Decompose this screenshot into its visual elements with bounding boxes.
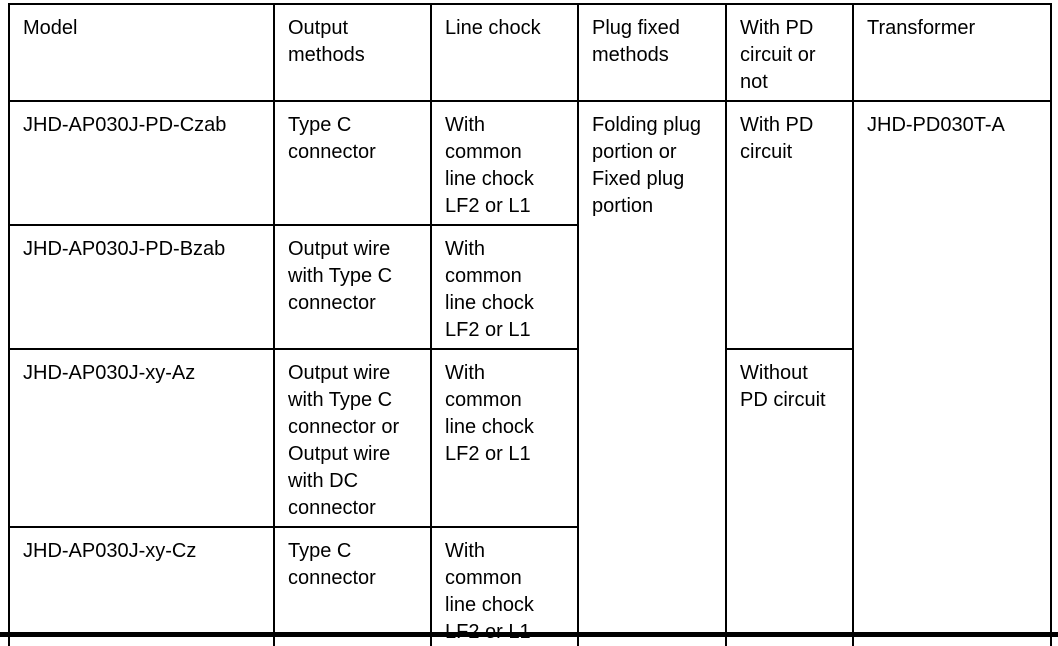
cell-model: JHD-AP030J-PD-Czab — [8, 100, 275, 226]
cell-transformer: JHD-PD030T-A — [852, 100, 1052, 646]
header-row: Model Output methods Line chock Plug fix… — [8, 3, 1052, 102]
cell-without-pd-circuit: Without PD circuit — [725, 348, 854, 646]
col-header-model: Model — [8, 3, 275, 102]
cell-with-pd-circuit: With PD circuit — [725, 100, 854, 350]
product-spec-table: Model Output methods Line chock Plug fix… — [8, 3, 1052, 646]
cell-output-methods: Type C connector — [273, 526, 432, 646]
cell-plug-fixed-methods: Folding plug portion or Fixed plug porti… — [577, 100, 727, 646]
cell-line-chock: With common line chock LF2 or L1 — [430, 224, 579, 350]
cell-model: JHD-AP030J-xy-Az — [8, 348, 275, 528]
cell-line-chock: With common line chock LF2 or L1 — [430, 348, 579, 528]
cell-output-methods: Output wire with Type C connector — [273, 224, 432, 350]
col-header-line-chock: Line chock — [430, 3, 579, 102]
cell-line-chock: With common line chock LF2 or L1 — [430, 100, 579, 226]
col-header-with-pd-circuit-or-not: With PD circuit or not — [725, 3, 854, 102]
table-row: JHD-AP030J-PD-Czab Type C connector With… — [8, 100, 1052, 646]
table-row: JHD-AP030J-PD-Bzab Output wire with Type… — [8, 224, 1051, 350]
col-header-transformer: Transformer — [852, 3, 1052, 102]
table-row: JHD-AP030J-xy-Cz Type C connector With c… — [8, 526, 1051, 646]
cell-output-methods: Output wire with Type C connector or Out… — [273, 348, 432, 528]
col-header-plug-fixed-methods: Plug fixed methods — [577, 3, 727, 102]
cell-model: JHD-AP030J-PD-Bzab — [8, 224, 275, 350]
cell-line-chock: With common line chock LF2 or L1 — [430, 526, 579, 646]
table-row: JHD-AP030J-xy-Az Output wire with Type C… — [8, 348, 1051, 646]
page-bottom-rule — [0, 632, 1058, 637]
cell-output-methods: Type C connector — [273, 100, 432, 226]
col-header-output-methods: Output methods — [273, 3, 432, 102]
cell-model: JHD-AP030J-xy-Cz — [8, 526, 275, 646]
